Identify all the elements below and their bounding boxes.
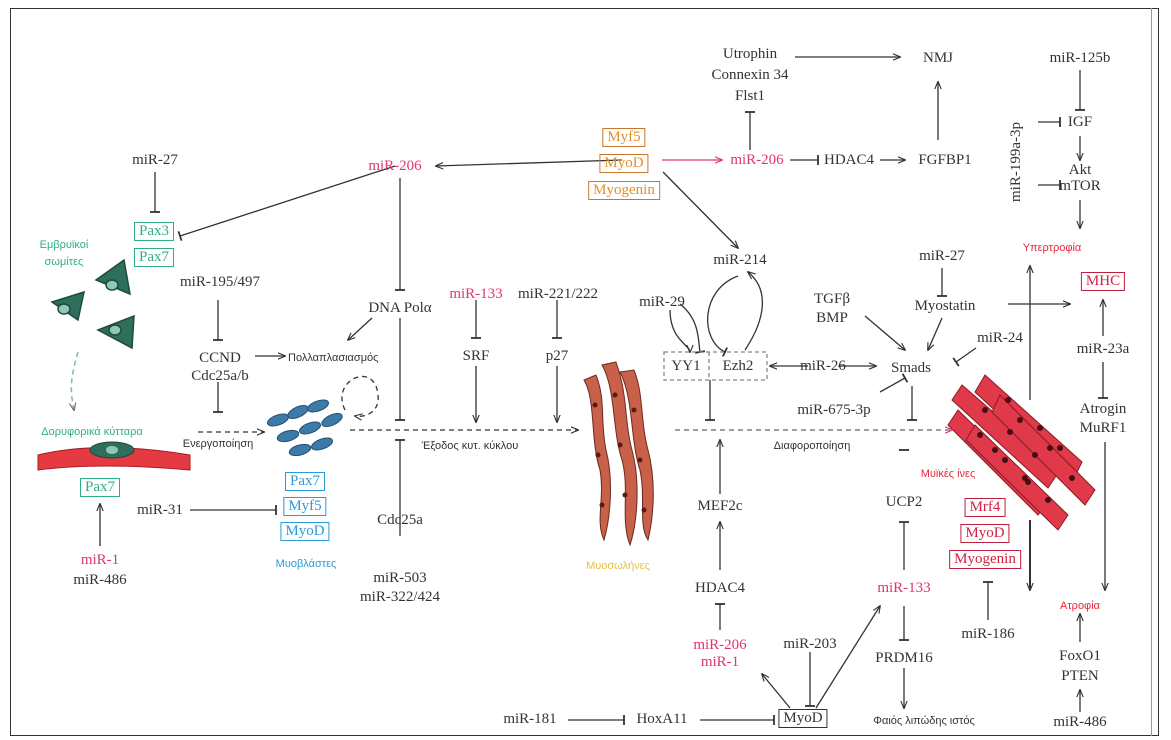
myod-fiber-box: MyoD <box>960 524 1010 543</box>
pax7-top-box: Pax7 <box>134 248 174 267</box>
yy1-ezh2-complex-box <box>663 351 768 381</box>
pax7-satellite-box: Pax7 <box>80 478 120 497</box>
mir206-bottom-label: miR-206 <box>693 637 747 653</box>
flst1-label: Flst1 <box>734 88 766 104</box>
differentiation-label: Διαφοροποίηση <box>773 440 851 452</box>
akt-label: Akt <box>1068 162 1092 178</box>
mir133-top-label: miR-133 <box>449 286 503 302</box>
activation-label: Ενεργοποίηση <box>182 438 254 450</box>
mir125b-label: miR-125b <box>1049 50 1111 66</box>
foxo1-label: FoxO1 <box>1059 648 1101 664</box>
embryonic-somite-cells-drawing <box>50 258 135 350</box>
atrogin-label: Atrogin <box>1079 401 1127 417</box>
tgfb-label: TGFβ <box>814 291 850 307</box>
mir24-label: miR-24 <box>977 330 1023 346</box>
mir322-label: miR-322/424 <box>359 589 441 605</box>
prdm16-label: PRDM16 <box>875 650 933 666</box>
mhc-box: MHC <box>1080 272 1126 291</box>
murf1-label: MuRF1 <box>1079 420 1127 436</box>
myogenin-top-box: Myogenin <box>588 181 660 200</box>
embryonic-somites-label: Εμβρυϊκοί σωμίτες <box>39 239 89 268</box>
cell-cycle-exit-label: Έξοδος κυτ. κύκλου <box>421 440 519 452</box>
satellite-cell-on-fiber-drawing <box>37 441 191 471</box>
mir133-bottom-label: miR-133 <box>877 580 931 596</box>
myf5-top-box: Myf5 <box>602 128 646 147</box>
hoxa11-label: HoxA11 <box>636 711 688 727</box>
cdc25ab-label: Cdc25a/b <box>191 368 249 384</box>
connexin34-label: Connexin 34 <box>711 67 789 83</box>
muscle-fibers-label: Μυϊκές ίνες <box>920 468 976 480</box>
hdac4-top-label: HDAC4 <box>823 152 875 168</box>
cdc25a-label: Cdc25a <box>377 512 423 528</box>
mir1-bottom-label: miR-1 <box>700 654 740 670</box>
mir503-label: miR-503 <box>373 570 427 586</box>
mir221-label: miR-221/222 <box>517 286 599 302</box>
bmp-label: BMP <box>816 310 848 326</box>
ccnd-label: CCND <box>199 350 241 366</box>
mtor-label: mTOR <box>1059 178 1101 194</box>
igf-label: IGF <box>1067 114 1093 130</box>
mir486-satellite-label: miR-486 <box>73 572 127 588</box>
nmj-label: NMJ <box>922 50 954 66</box>
mir199a-label: miR-199a-3p <box>1008 122 1024 202</box>
pax3-box: Pax3 <box>134 222 174 241</box>
mir27-top-label: miR-27 <box>132 152 178 168</box>
somite-to-satellite-arrow <box>71 351 79 410</box>
srf-label: SRF <box>462 348 490 364</box>
mir1-satellite-label: miR-1 <box>80 552 120 568</box>
mir29-label: miR-29 <box>639 294 685 310</box>
myotubes-label: Μυοσωλήνες <box>586 560 650 572</box>
mir181-label: miR-181 <box>503 711 557 727</box>
myoblasts-label: Μυοβλάστες <box>275 558 337 570</box>
dna-pola-label: DNA Polα <box>368 300 432 316</box>
myoblast-cells-drawing <box>267 399 343 457</box>
mir26-label: miR-26 <box>800 358 846 374</box>
myostatin-label: Myostatin <box>914 298 976 314</box>
muscle-fiber-drawing <box>947 374 1096 531</box>
brown-fat-label: Φαιός λιπώδης ιστός <box>873 715 975 727</box>
ezh2-label: Ezh2 <box>722 358 754 374</box>
mir206-left-label: miR-206 <box>368 158 422 174</box>
proliferation-label: Πολλαπλασιασμός <box>288 352 379 364</box>
figure-frame <box>10 8 1159 736</box>
mir195-label: miR-195/497 <box>179 274 261 290</box>
mir203-label: miR-203 <box>783 636 837 652</box>
yy1-label: YY1 <box>671 358 701 374</box>
mir206-right-label: miR-206 <box>730 152 784 168</box>
myf5-myoblast-box: Myf5 <box>283 497 327 516</box>
pax7-myoblast-box: Pax7 <box>285 472 325 491</box>
mef2c-label: MEF2c <box>697 498 743 514</box>
myod-myoblast-box: MyoD <box>280 522 330 541</box>
mir27-mid-label: miR-27 <box>919 248 965 264</box>
atrophy-label: Ατροφία <box>1060 600 1100 612</box>
utrophin-label: Utrophin <box>722 46 778 62</box>
hdac4-bottom-label: HDAC4 <box>694 580 746 596</box>
myod-top-box: MyoD <box>599 154 649 173</box>
mir214-label: miR-214 <box>713 252 767 268</box>
mir23a-label: miR-23a <box>1076 341 1130 357</box>
mir31-label: miR-31 <box>137 502 183 518</box>
progression-arrows <box>198 430 952 432</box>
regulatory-arrows <box>100 57 1105 725</box>
mir675-label: miR-675-3p <box>797 402 871 418</box>
myod-bottom-box: MyoD <box>778 709 828 728</box>
satellite-cells-label: Δορυφορικά κύτταρα <box>41 426 143 438</box>
myotube-drawing <box>583 361 654 547</box>
fgfbp1-label: FGFBP1 <box>918 152 972 168</box>
ucp2-label: UCP2 <box>885 494 923 510</box>
myogenin-fiber-box: Myogenin <box>949 550 1021 569</box>
mrf4-box: Mrf4 <box>964 498 1006 517</box>
page-edge-line <box>1151 8 1152 736</box>
self-renewal-loop-arrow <box>341 375 379 416</box>
pten-label: PTEN <box>1061 668 1099 684</box>
smads-label: Smads <box>890 360 932 376</box>
mir186-label: miR-186 <box>961 626 1015 642</box>
p27-label: p27 <box>545 348 569 364</box>
hypertrophy-label: Υπερτροφία <box>1022 242 1082 254</box>
mir486-bottom-label: miR-486 <box>1053 714 1107 730</box>
